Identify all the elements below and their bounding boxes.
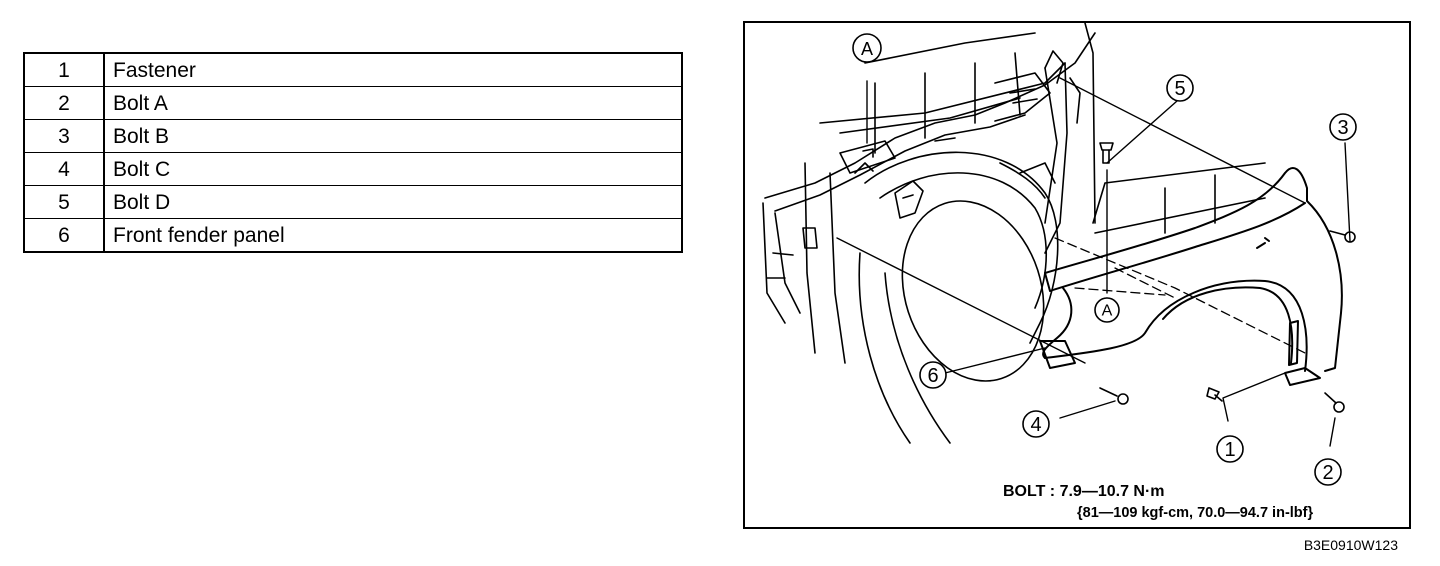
- callout-1: [1216, 435, 1244, 463]
- legend-label: Fastener: [103, 52, 683, 87]
- callout-6-label: 6: [927, 365, 938, 387]
- hidden-lines: [1054, 237, 1306, 354]
- legend-label: Bolt B: [103, 119, 683, 153]
- legend-number: 2: [23, 86, 105, 120]
- legend-label: Bolt D: [103, 185, 683, 219]
- legend-row: 3 Bolt B: [23, 119, 683, 153]
- parts-legend-table: 1 Fastener 2 Bolt A 3 Bolt B 4 Bolt C 5 …: [23, 52, 683, 253]
- torque-spec-line-2: {81—109 kgf-cm, 70.0—94.7 in-lbf}: [1077, 505, 1314, 521]
- callout-6: [919, 361, 947, 389]
- legend-label: Front fender panel: [103, 218, 683, 253]
- legend-row: 1 Fastener: [23, 52, 683, 87]
- callout-5-label: 5: [1174, 78, 1185, 100]
- bolt-c-4: [1099, 387, 1129, 405]
- vehicle-body-structure: [762, 23, 1266, 444]
- legend-row: 6 Front fender panel: [23, 218, 683, 253]
- callout-2: [1314, 458, 1342, 486]
- callout-a-mid: [1094, 297, 1120, 323]
- fastener-1: [1206, 387, 1223, 402]
- legend-label: Bolt C: [103, 152, 683, 186]
- torque-spec-line-1: BOLT : 7.9—10.7 N·m: [1003, 483, 1165, 500]
- fender-exploded-diagram: A A 5 3 6 4 1 2 BOLT : 7.9—10.7 N·m {81—…: [743, 21, 1411, 529]
- legend-number: 6: [23, 218, 105, 253]
- callout-4-label: 4: [1030, 414, 1041, 436]
- callout-a-top: [852, 33, 882, 63]
- front-fender-panel: [1039, 167, 1343, 386]
- callout-a-top-label: A: [861, 39, 873, 59]
- bolt-a-2: [1324, 392, 1345, 413]
- bolt-b-3: [1329, 230, 1356, 243]
- legend-number: 1: [23, 52, 105, 87]
- legend-row: 2 Bolt A: [23, 86, 683, 120]
- legend-row: 5 Bolt D: [23, 185, 683, 219]
- legend-label: Bolt A: [103, 86, 683, 120]
- callout-3-label: 3: [1337, 117, 1348, 139]
- callout-1-label: 1: [1224, 439, 1235, 461]
- legend-number: 3: [23, 119, 105, 153]
- leader-lines: [836, 77, 1351, 447]
- callout-a-mid-label: A: [1102, 303, 1113, 320]
- callout-4: [1022, 410, 1050, 438]
- callout-3: [1329, 113, 1357, 141]
- legend-row: 4 Bolt C: [23, 152, 683, 186]
- diagram-drawing: A A 5 3 6 4 1 2: [762, 23, 1357, 486]
- callouts: [852, 33, 1357, 486]
- legend-number: 4: [23, 152, 105, 186]
- callout-5: [1166, 74, 1194, 102]
- bolt-d-5: [1099, 142, 1114, 164]
- callout-2-label: 2: [1322, 462, 1333, 484]
- legend-number: 5: [23, 185, 105, 219]
- figure-code: B3E0910W123: [1303, 537, 1398, 553]
